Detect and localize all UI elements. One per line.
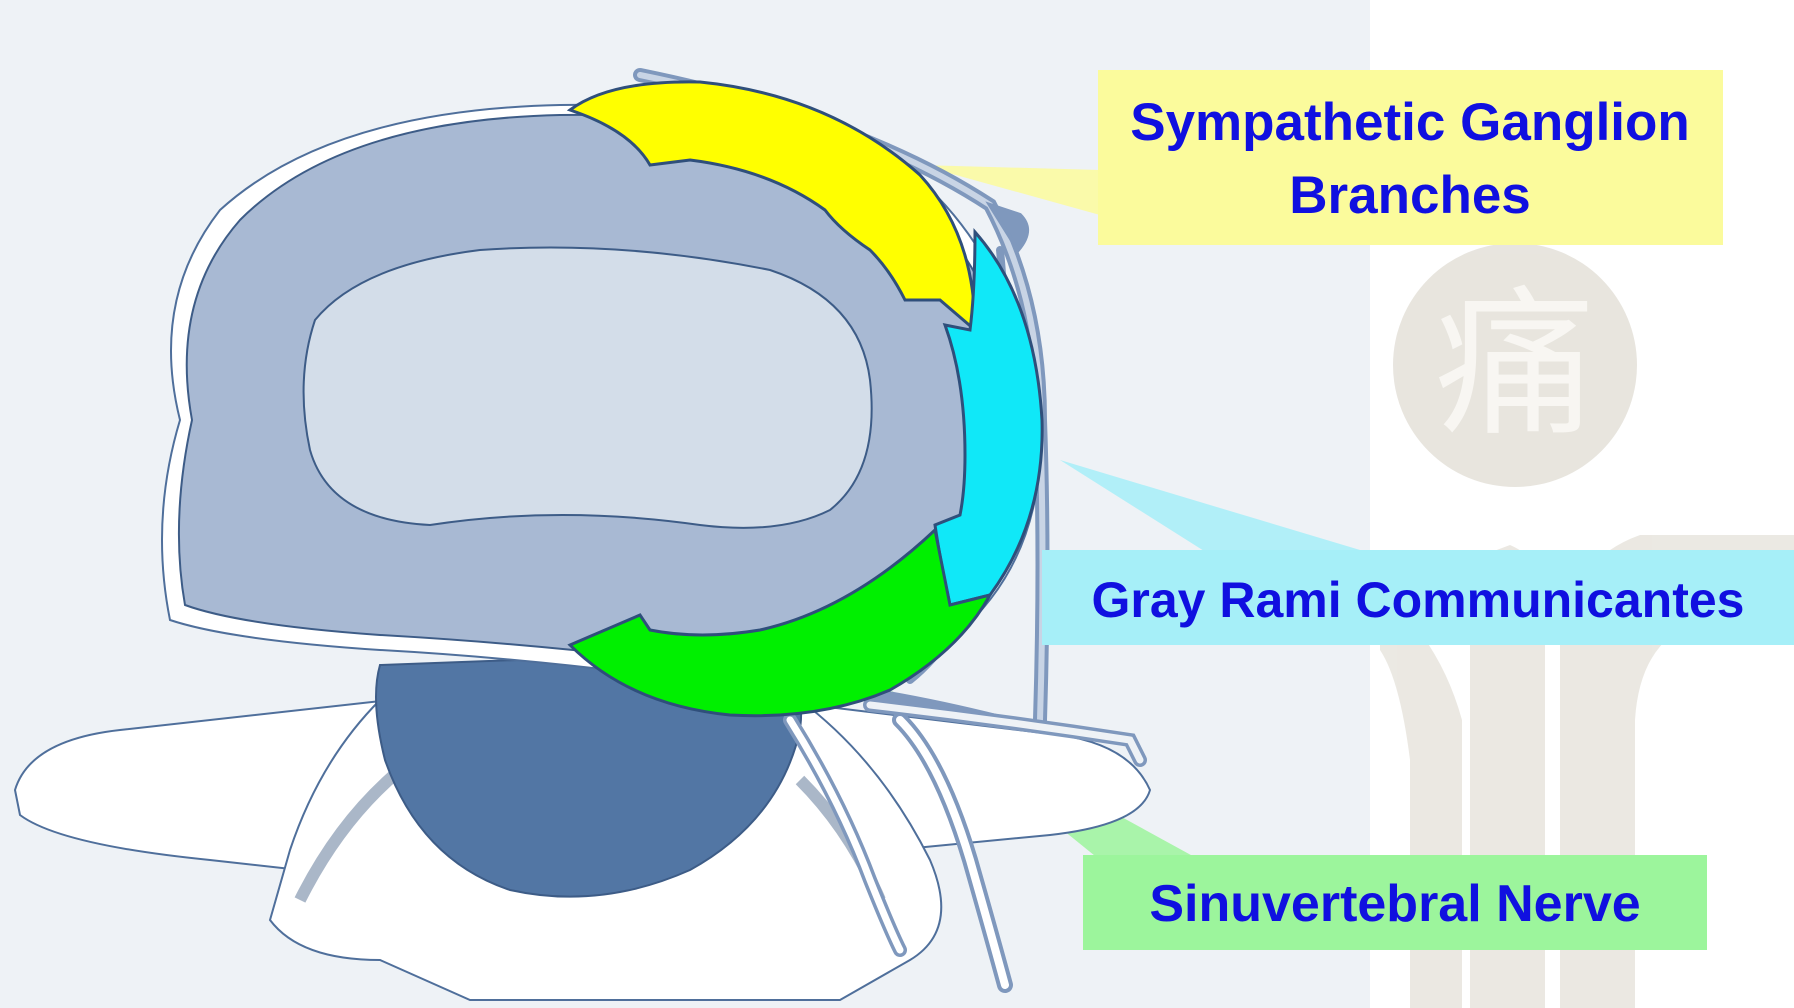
sinuvertebral-label: Sinuvertebral Nerve [1083,855,1707,950]
watermark-character: 痛 [1435,271,1595,458]
sympathetic-label-line1: Sympathetic Ganglion [1130,93,1690,152]
gray-rami-label: Gray Rami Communicantes [1042,550,1794,645]
disc-nucleus [304,248,872,528]
sympathetic-label: Sympathetic Ganglion Branches [1098,70,1723,245]
sinuvertebral-label-text: Sinuvertebral Nerve [1149,875,1640,933]
gray-rami-label-text: Gray Rami Communicantes [1092,572,1745,628]
sympathetic-label-line2: Branches [1289,166,1531,225]
